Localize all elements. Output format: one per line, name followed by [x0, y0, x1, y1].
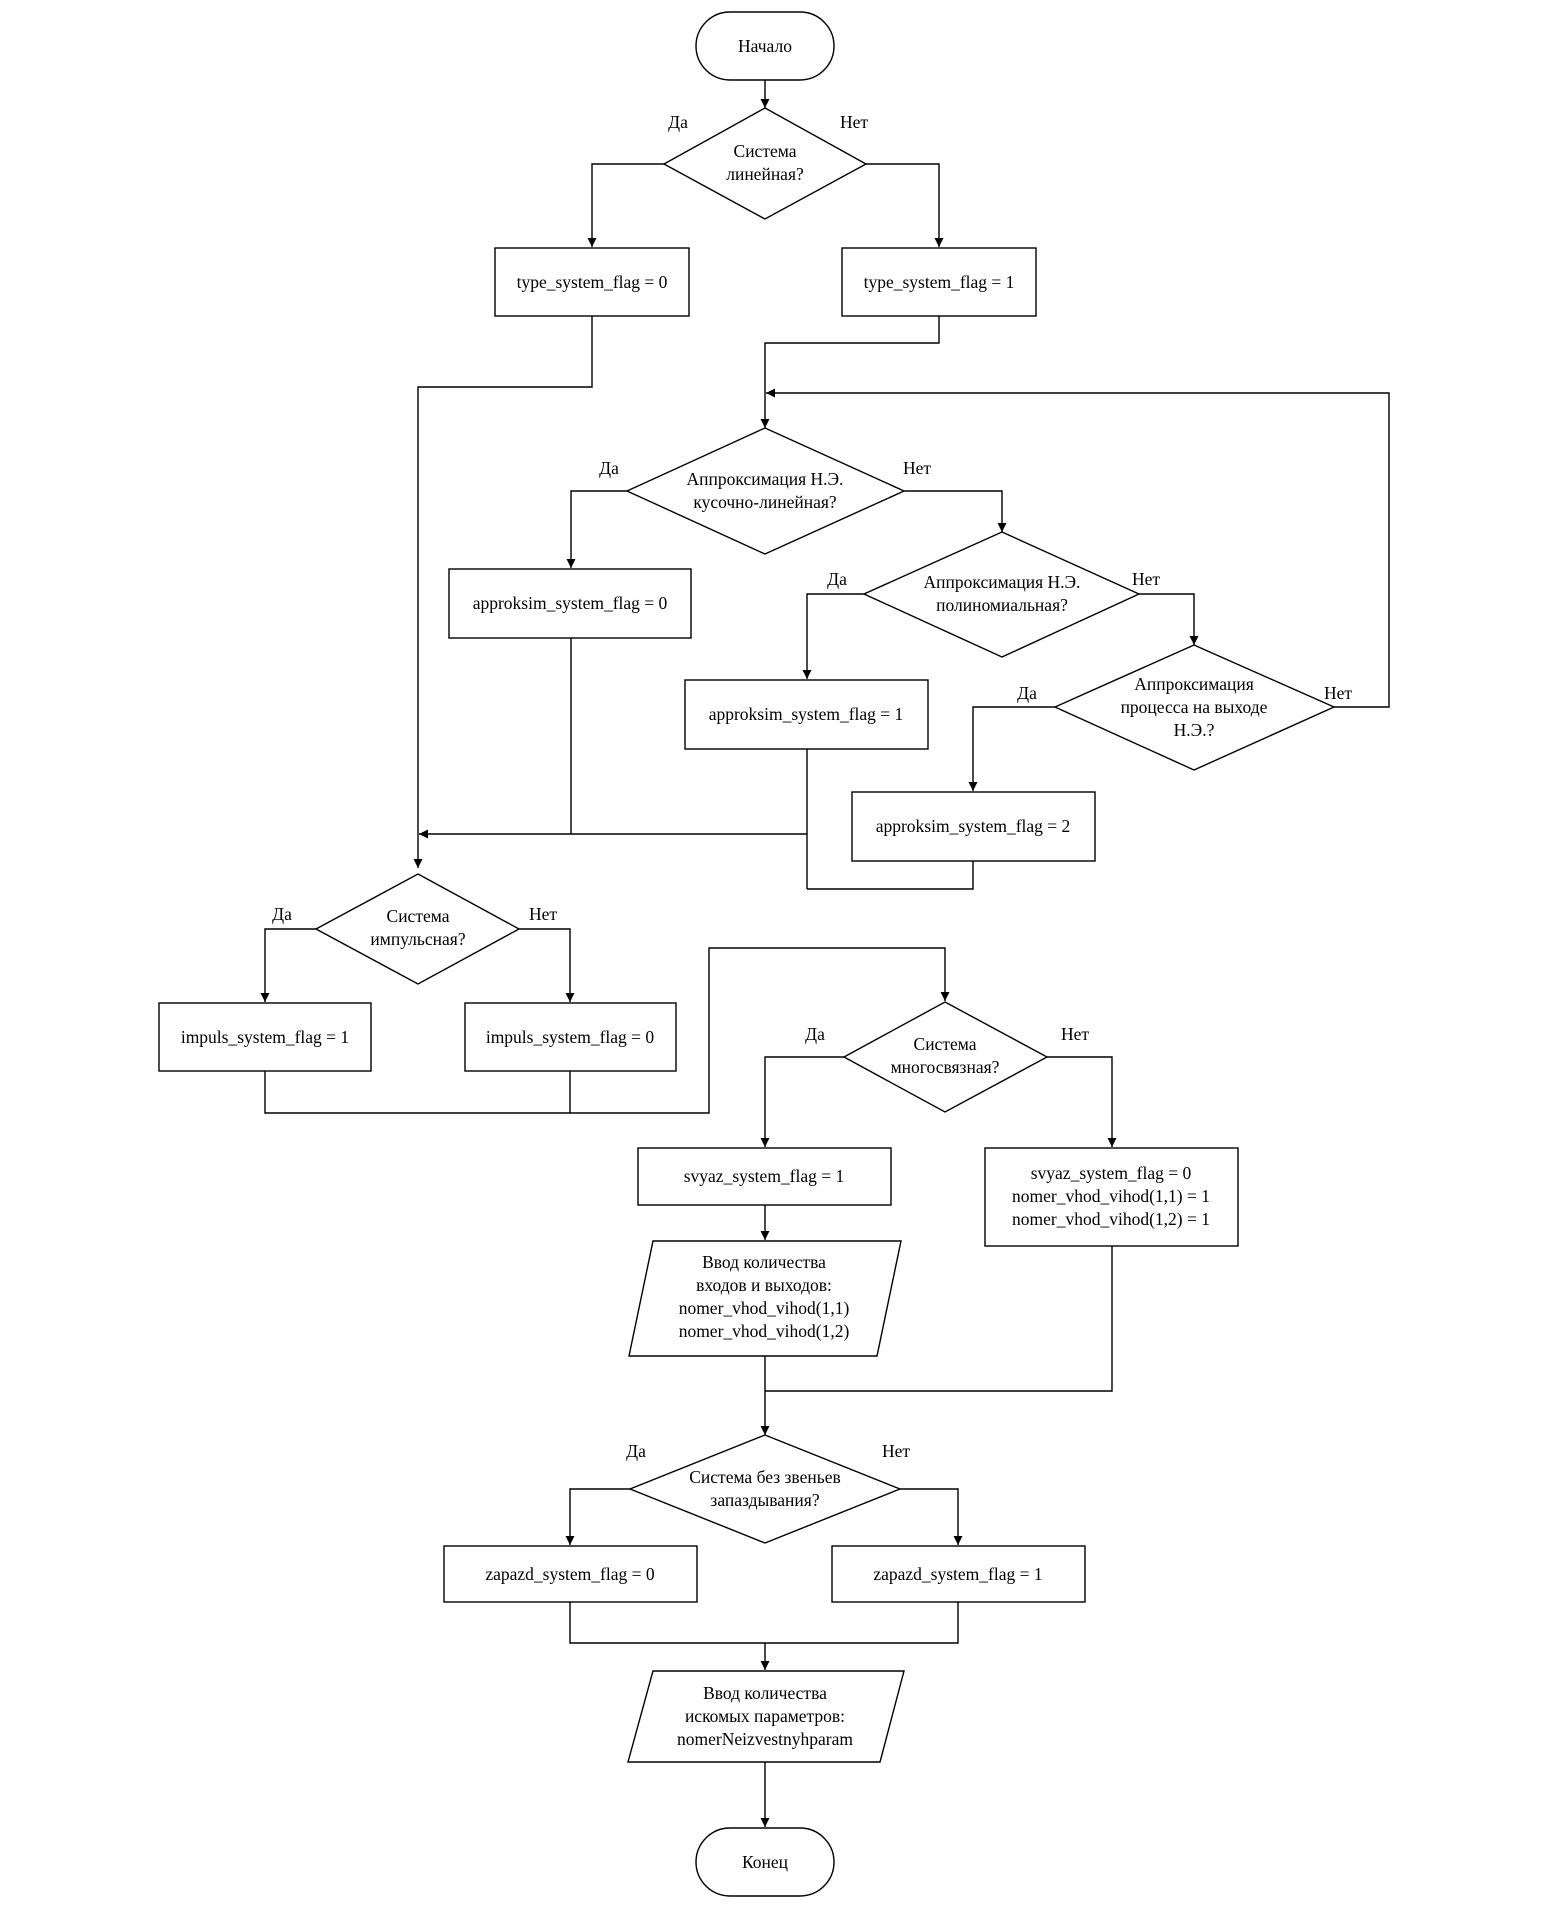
input-unknown-params-line2: искомых параметров:: [685, 1706, 845, 1726]
decision-multivariable-line1: Система: [914, 1034, 977, 1054]
decision-output-process-line2: процесса на выходе: [1121, 697, 1268, 717]
decision-linear-line1: Система: [734, 141, 797, 161]
label-no-d1: Нет: [840, 112, 868, 132]
connector-d2-yes: [566, 490, 627, 568]
connector-appr2-return: [807, 861, 974, 890]
process-approksim-flag-1-label: approksim_system_flag = 1: [709, 704, 904, 724]
decision-linear-line2: линейная?: [726, 164, 804, 184]
connector-d3-yes: [802, 593, 864, 679]
decision-impulse-line1: Система: [387, 906, 450, 926]
process-approksim-flag-0: approksim_system_flag = 0: [448, 568, 692, 639]
label-yes-d7: Да: [626, 1441, 646, 1461]
decision-output-process-line3: Н.Э.?: [1174, 720, 1215, 740]
process-svyaz-flag-1-label: svyaz_system_flag = 1: [684, 1166, 845, 1186]
decision-linear: Система линейная?: [662, 107, 868, 220]
label-no-d5: Нет: [529, 904, 557, 924]
decision-impulse-line2: импульсная?: [370, 929, 465, 949]
process-impuls-flag-0-label: impuls_system_flag = 0: [486, 1027, 655, 1047]
process-impuls-flag-1-label: impuls_system_flag = 1: [181, 1027, 349, 1047]
decision-polynomial-line1: Аппроксимация Н.Э.: [924, 572, 1081, 592]
decision-output-process-line1: Аппроксимация: [1134, 674, 1254, 694]
end-label: Конец: [742, 1852, 788, 1872]
connector-d1-yes: [587, 163, 664, 247]
connector-type1-d2: [760, 316, 940, 428]
decision-output-process: Аппроксимация процесса на выходе Н.Э.?: [1053, 644, 1336, 771]
process-zapazd-flag-1-label: zapazd_system_flag = 1: [873, 1564, 1042, 1584]
label-no-d6: Нет: [1061, 1024, 1089, 1044]
process-svyaz-flag-0: svyaz_system_flag = 0 nomer_vhod_vihod(1…: [984, 1147, 1239, 1247]
connector-d5-no: [519, 928, 575, 1002]
label-no-d2: Нет: [903, 458, 931, 478]
process-svyaz-flag-0-line1: svyaz_system_flag = 0: [1031, 1163, 1192, 1183]
process-type-flag-1: type_system_flag = 1: [841, 247, 1037, 317]
label-yes-d3: Да: [827, 569, 847, 589]
connector-d2-no: [904, 490, 1007, 532]
decision-piecewise-line1: Аппроксимация Н.Э.: [687, 469, 844, 489]
process-approksim-flag-2: approksim_system_flag = 2: [851, 791, 1096, 862]
process-type-flag-0: type_system_flag = 0: [494, 247, 690, 317]
decision-impulse: Система импульсная?: [314, 873, 521, 985]
connector-svyaz0-down: [765, 1246, 1113, 1392]
connector-d4-no-loop: [766, 388, 1390, 708]
decision-no-delay-line1: Система без звеньев: [689, 1467, 840, 1487]
input-inputs-outputs-line1: Ввод количества: [702, 1252, 826, 1272]
decision-piecewise: Аппроксимация Н.Э. кусочно-линейная?: [625, 427, 906, 555]
label-no-d4: Нет: [1324, 683, 1352, 703]
connector-imp1-down: [264, 947, 950, 1114]
label-yes-d2: Да: [599, 458, 619, 478]
label-yes-d1: Да: [668, 112, 688, 132]
input-unknown-params: Ввод количества искомых параметров: nome…: [627, 1670, 905, 1763]
connector-d6-yes: [760, 1056, 844, 1147]
input-unknown-params-line3: nomerNeizvestnyhparam: [677, 1729, 853, 1749]
process-zapazd-flag-0-label: zapazd_system_flag = 0: [485, 1564, 655, 1584]
process-impuls-flag-1: impuls_system_flag = 1: [158, 1002, 372, 1072]
label-yes-d5: Да: [272, 904, 292, 924]
process-zapazd-flag-0: zapazd_system_flag = 0: [443, 1545, 698, 1603]
process-type-flag-0-label: type_system_flag = 0: [517, 272, 668, 292]
decision-multivariable-line2: многосвязная?: [891, 1057, 1000, 1077]
decision-no-delay: Система без звеньев запаздывания?: [628, 1434, 902, 1544]
start-label: Начало: [738, 36, 792, 56]
connector-type0-down: [413, 316, 593, 868]
label-yes-d4: Да: [1017, 683, 1037, 703]
input-inputs-outputs-line4: nomer_vhod_vihod(1,2): [679, 1321, 850, 1341]
process-svyaz-flag-1: svyaz_system_flag = 1: [637, 1147, 892, 1206]
connector-d5-yes: [260, 928, 316, 1002]
process-impuls-flag-0: impuls_system_flag = 0: [464, 1002, 677, 1072]
input-inputs-outputs: Ввод количества входов и выходов: nomer_…: [628, 1240, 902, 1357]
process-svyaz-flag-0-line2: nomer_vhod_vihod(1,1) = 1: [1012, 1186, 1210, 1206]
decision-no-delay-line2: запаздывания?: [710, 1490, 819, 1510]
start-terminator: Начало: [695, 11, 835, 81]
input-inputs-outputs-line2: входов и выходов:: [696, 1275, 832, 1295]
connector-d4-yes: [968, 706, 1055, 791]
connector-d3-no: [1139, 593, 1199, 645]
connector-d1-no: [866, 163, 944, 247]
process-approksim-flag-0-label: approksim_system_flag = 0: [473, 593, 668, 613]
decision-polynomial: Аппроксимация Н.Э. полиномиальная?: [862, 531, 1141, 658]
label-yes-d6: Да: [805, 1024, 825, 1044]
input-unknown-params-line1: Ввод количества: [703, 1683, 827, 1703]
process-zapazd-flag-1: zapazd_system_flag = 1: [831, 1545, 1086, 1603]
process-svyaz-flag-0-line3: nomer_vhod_vihod(1,2) = 1: [1012, 1209, 1210, 1229]
decision-multivariable: Система многосвязная?: [842, 1001, 1049, 1113]
connector-zap0-down: [569, 1602, 959, 1644]
decision-polynomial-line2: полиномиальная?: [936, 595, 1068, 615]
decision-piecewise-line2: кусочно-линейная?: [693, 492, 837, 512]
process-approksim-flag-1: approksim_system_flag = 1: [684, 679, 929, 750]
process-approksim-flag-2-label: approksim_system_flag = 2: [876, 816, 1071, 836]
label-no-d3: Нет: [1132, 569, 1160, 589]
connector-d7-yes: [565, 1488, 630, 1545]
connector-d7-no: [900, 1488, 963, 1545]
input-inputs-outputs-line3: nomer_vhod_vihod(1,1): [679, 1298, 850, 1318]
end-terminator: Конец: [695, 1827, 835, 1897]
connectors: [260, 80, 1390, 1827]
process-type-flag-1-label: type_system_flag = 1: [864, 272, 1015, 292]
label-no-d7: Нет: [882, 1441, 910, 1461]
connector-d6-no: [1047, 1056, 1117, 1147]
